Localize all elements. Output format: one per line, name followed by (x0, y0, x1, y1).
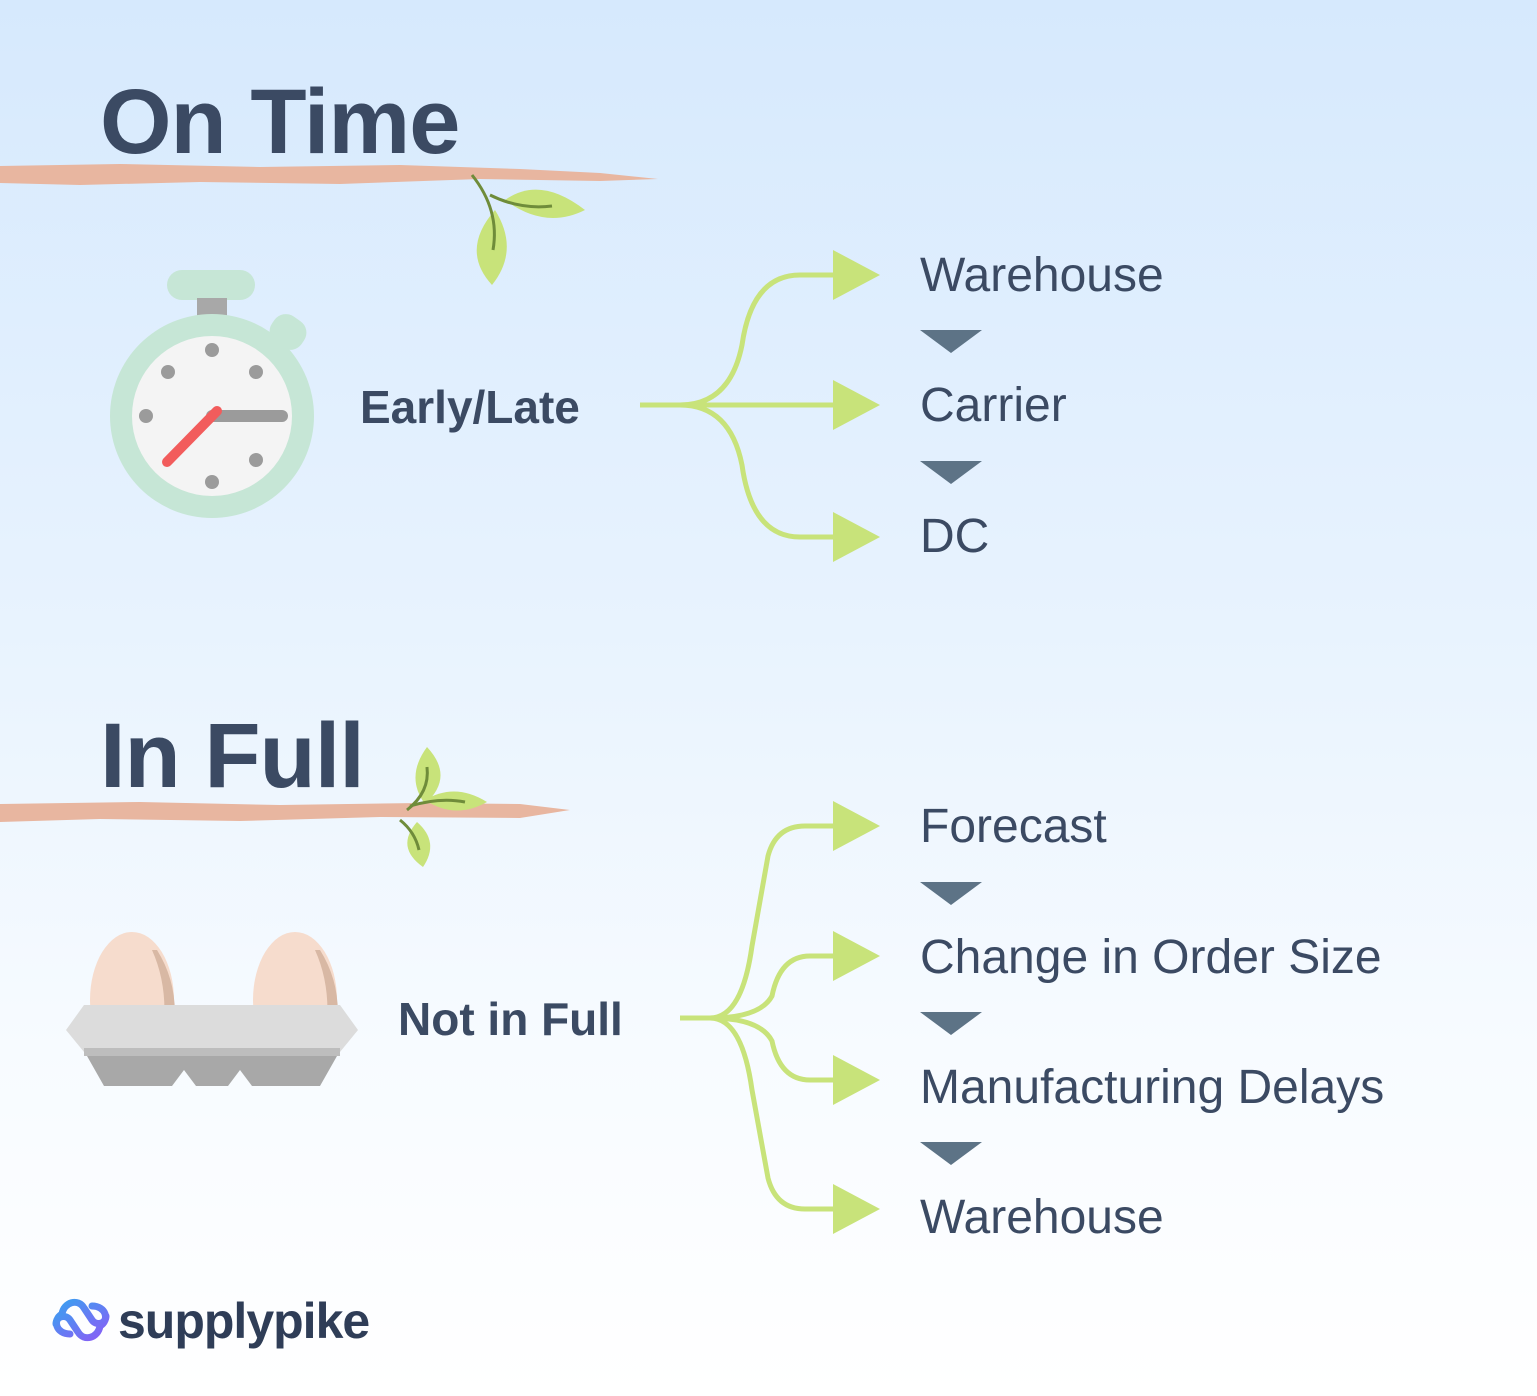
supplypike-logo-icon (52, 1298, 110, 1342)
on-time-branch-warehouse: Warehouse (920, 249, 1164, 302)
on-time-branch-connector (640, 250, 880, 562)
down-arrow-icon (920, 1012, 982, 1035)
down-arrow-icon (920, 461, 982, 484)
in-full-branch-forecast: Forecast (920, 800, 1107, 853)
egg-carton-icon (66, 932, 358, 1086)
brand-wordmark: supplypike (118, 1293, 370, 1349)
on-time-branch-dc: DC (920, 510, 990, 563)
not-in-full-label: Not in Full (398, 993, 623, 1045)
on-time-branch-carrier: Carrier (920, 379, 1067, 432)
on-time-brush-stroke (0, 164, 658, 185)
down-arrow-icon (920, 330, 982, 353)
in-full-branch-warehouse: Warehouse (920, 1191, 1164, 1244)
stopwatch-icon (110, 270, 314, 518)
leaf-sprig-icon (470, 174, 585, 285)
in-full-branch-manufacturing-delays: Manufacturing Delays (920, 1061, 1385, 1114)
down-arrow-icon (920, 882, 982, 905)
in-full-branch-change-in-order-size: Change in Order Size (920, 931, 1382, 984)
leaf-sprig-icon (399, 747, 487, 867)
down-arrow-icon (920, 1142, 982, 1165)
on-time-title: On Time (100, 71, 460, 173)
in-full-brush-stroke (0, 802, 570, 822)
in-full-branch-connector (680, 801, 880, 1234)
in-full-title: In Full (100, 705, 365, 807)
early-late-label: Early/Late (360, 381, 580, 433)
